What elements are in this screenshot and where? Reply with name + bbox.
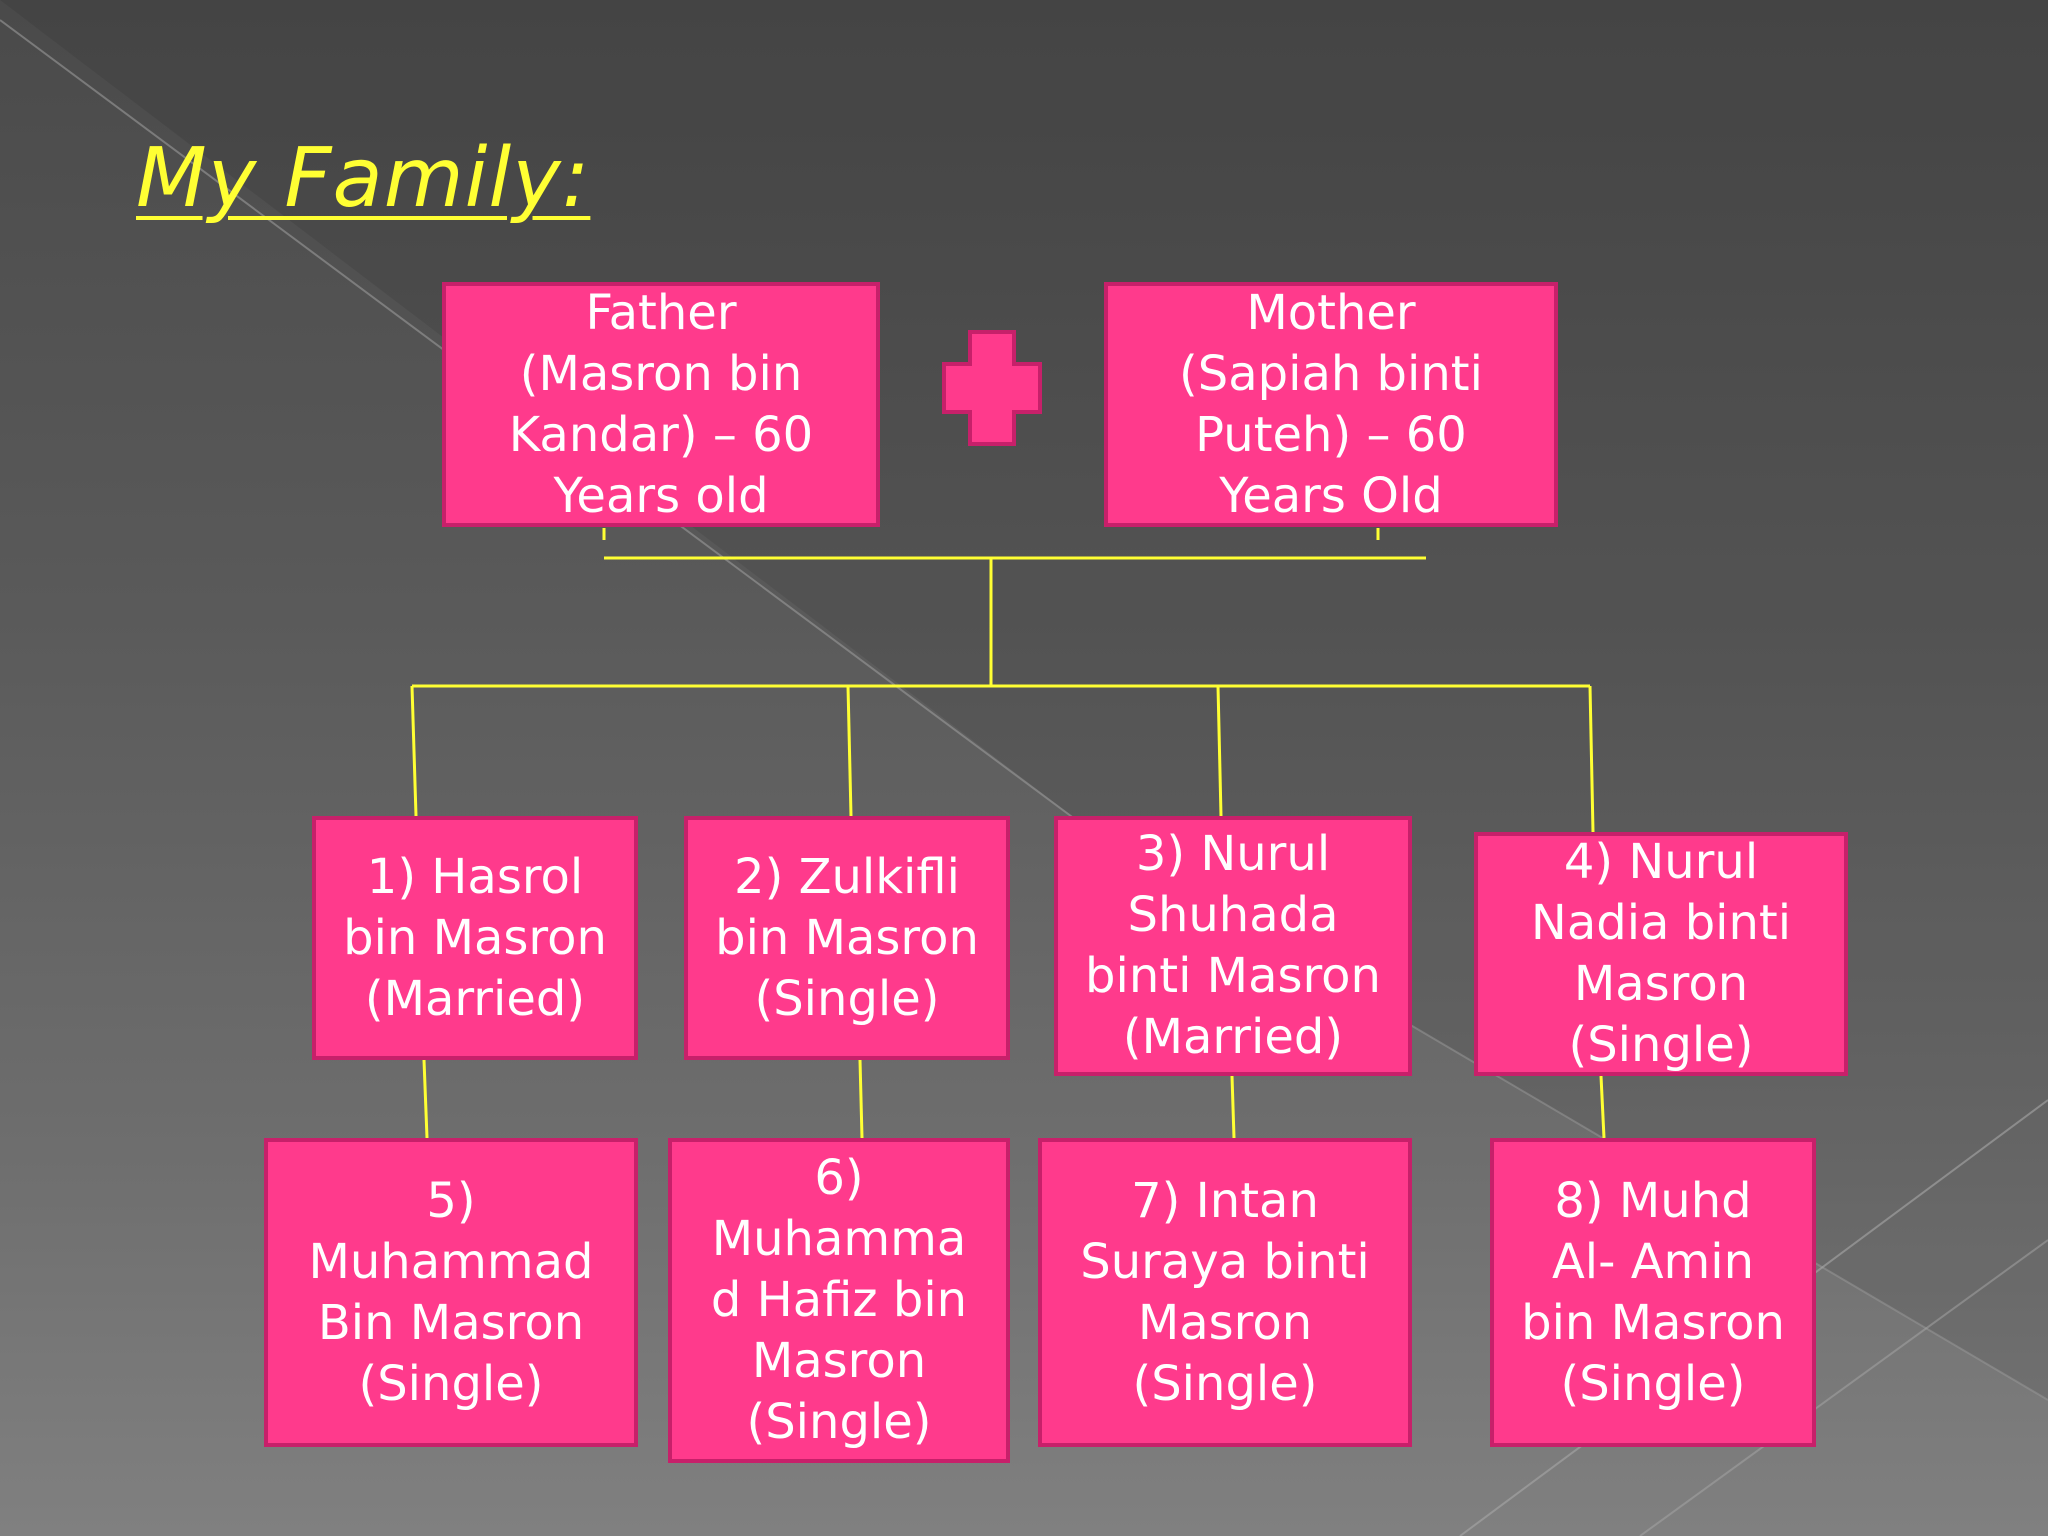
child-box-2: 2) Zulkifli bin Masron (Single) <box>684 816 1010 1060</box>
father-box: Father (Masron bin Kandar) – 60 Years ol… <box>442 282 880 527</box>
child-box-3: 3) Nurul Shuhada binti Masron (Married) <box>1054 816 1412 1076</box>
child-2-to-6-line <box>858 1059 864 1139</box>
slide-title: My Family: <box>136 131 591 226</box>
child-box-4: 4) Nurul Nadia binti Masron (Single) <box>1474 832 1848 1076</box>
child-box-5: 5) Muhammad Bin Masron (Single) <box>264 1138 638 1447</box>
child-1-branch-line <box>410 685 418 817</box>
child-4-to-8-line <box>1599 1075 1606 1139</box>
mother-box: Mother (Sapiah binti Puteh) – 60 Years O… <box>1104 282 1558 527</box>
child-box-1: 1) Hasrol bin Masron (Married) <box>312 816 638 1060</box>
child-3-to-7-line <box>1230 1075 1236 1139</box>
child-3-branch-line <box>1216 685 1223 817</box>
plus-icon <box>942 330 1042 446</box>
child-box-8: 8) Muhd Al- Amin bin Masron (Single) <box>1490 1138 1816 1447</box>
child-1-to-5-line <box>422 1059 429 1139</box>
child-box-7: 7) Intan Suraya binti Masron (Single) <box>1038 1138 1412 1447</box>
child-4-branch-line <box>1588 685 1595 833</box>
child-box-6: 6) Muhamma d Hafiz bin Masron (Single) <box>668 1138 1010 1463</box>
child-2-branch-line <box>846 685 853 817</box>
